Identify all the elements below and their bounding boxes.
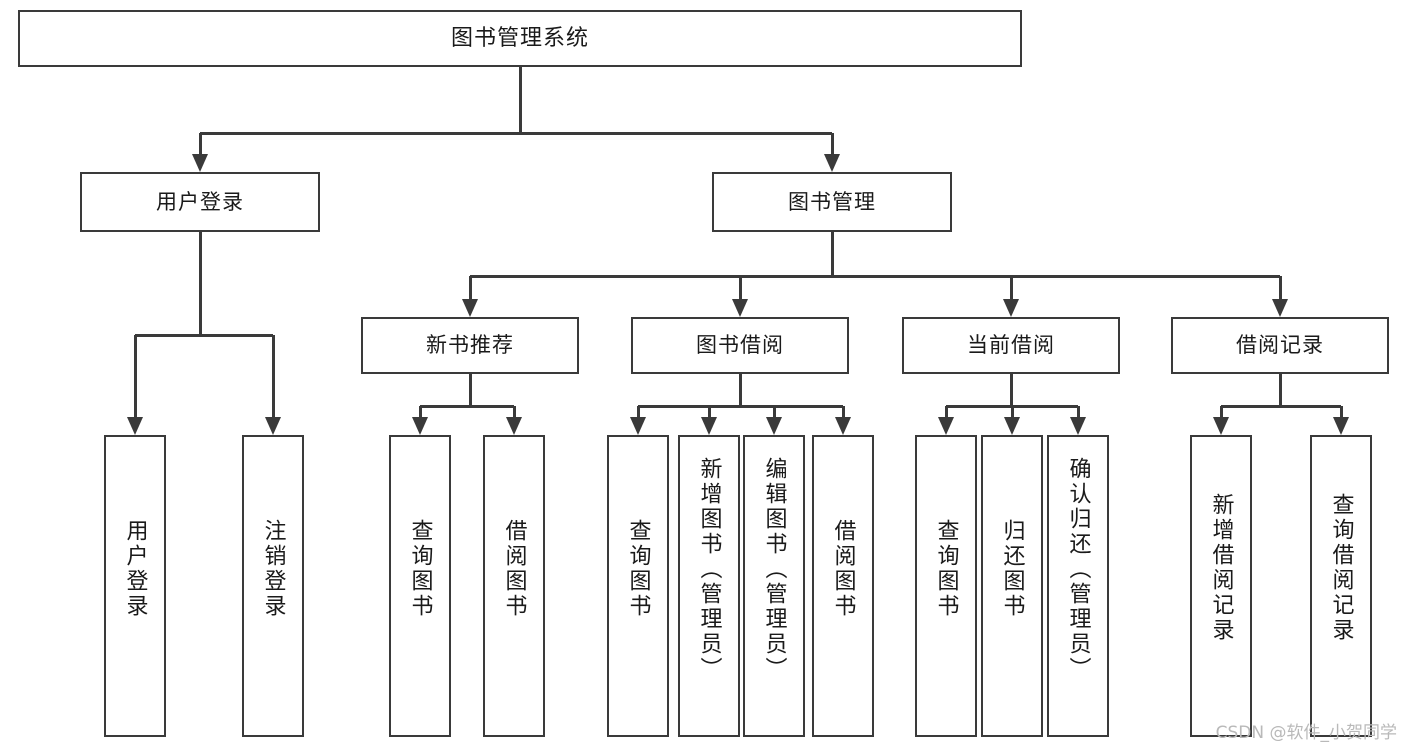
- node-label: 新书推荐: [426, 333, 514, 358]
- connector-vertical: [636, 406, 640, 419]
- connector-horizontal: [1221, 404, 1341, 408]
- connector-vertical: [271, 335, 275, 419]
- connector-horizontal: [470, 274, 1280, 278]
- connector-vertical: [418, 406, 422, 419]
- arrowhead-icon: [462, 299, 478, 317]
- arrowhead-icon: [265, 417, 281, 435]
- node-label: 图书借阅: [696, 333, 784, 358]
- node-label: 图书管理系统: [450, 25, 589, 51]
- arrowhead-icon: [412, 417, 428, 435]
- node-borrow-record[interactable]: 借阅记录: [1171, 317, 1389, 374]
- node-root[interactable]: 图书管理系统: [18, 10, 1022, 67]
- arrowhead-icon: [192, 154, 208, 172]
- arrowhead-icon: [732, 299, 748, 317]
- leaf-node-label: 注销登录: [260, 519, 286, 619]
- connector-vertical: [944, 406, 948, 419]
- leaf-node-label: 查询借阅记录: [1328, 493, 1354, 643]
- connector-vertical: [830, 232, 834, 276]
- connector-vertical: [707, 406, 711, 419]
- leaf-node[interactable]: 新增图书（管理员）: [678, 435, 740, 737]
- leaf-node[interactable]: 借阅图书: [483, 435, 545, 737]
- connector-vertical: [738, 374, 742, 406]
- connector-vertical: [1010, 406, 1014, 419]
- leaf-node[interactable]: 用户登录: [104, 435, 166, 737]
- leaf-node[interactable]: 归还图书: [981, 435, 1043, 737]
- arrowhead-icon: [127, 417, 143, 435]
- connector-horizontal: [420, 404, 514, 408]
- leaf-node-label: 查询图书: [625, 519, 651, 619]
- node-current-borrow[interactable]: 当前借阅: [902, 317, 1120, 374]
- arrowhead-icon: [835, 417, 851, 435]
- leaf-node[interactable]: 查询图书: [607, 435, 669, 737]
- node-new-book-recommend[interactable]: 新书推荐: [361, 317, 579, 374]
- connector-vertical: [772, 406, 776, 419]
- connector-horizontal: [135, 333, 273, 337]
- leaf-node-label: 借阅图书: [501, 519, 527, 619]
- node-label: 借阅记录: [1236, 333, 1324, 358]
- leaf-node[interactable]: 查询图书: [389, 435, 451, 737]
- leaf-node[interactable]: 借阅图书: [812, 435, 874, 737]
- node-book-management[interactable]: 图书管理: [712, 172, 952, 232]
- leaf-node-label: 查询图书: [933, 519, 959, 619]
- arrowhead-icon: [506, 417, 522, 435]
- arrowhead-icon: [1333, 417, 1349, 435]
- leaf-node-label: 编辑图书（管理员）: [761, 457, 787, 682]
- connector-vertical: [1339, 406, 1343, 419]
- arrowhead-icon: [1070, 417, 1086, 435]
- connector-vertical: [1278, 374, 1282, 406]
- leaf-node-label: 确认归还（管理员）: [1065, 457, 1091, 682]
- arrowhead-icon: [1003, 299, 1019, 317]
- node-label: 当前借阅: [967, 333, 1055, 358]
- leaf-node-label: 归还图书: [999, 519, 1025, 619]
- connector-vertical: [198, 232, 202, 335]
- connector-vertical: [738, 276, 742, 301]
- connector-vertical: [512, 406, 516, 419]
- arrowhead-icon: [630, 417, 646, 435]
- arrowhead-icon: [1272, 299, 1288, 317]
- connector-vertical: [518, 67, 522, 133]
- arrowhead-icon: [938, 417, 954, 435]
- connector-vertical: [468, 276, 472, 301]
- connector-horizontal: [638, 404, 843, 408]
- leaf-node-label: 借阅图书: [830, 519, 856, 619]
- connector-vertical: [198, 133, 202, 156]
- connector-vertical: [468, 374, 472, 406]
- connector-vertical: [1009, 374, 1013, 406]
- connector-vertical: [133, 335, 137, 419]
- connector-horizontal: [200, 131, 832, 135]
- leaf-node[interactable]: 查询图书: [915, 435, 977, 737]
- leaf-node-label: 查询图书: [407, 519, 433, 619]
- arrowhead-icon: [701, 417, 717, 435]
- leaf-node[interactable]: 编辑图书（管理员）: [743, 435, 805, 737]
- arrowhead-icon: [824, 154, 840, 172]
- connector-vertical: [841, 406, 845, 419]
- leaf-node-label: 用户登录: [122, 519, 148, 619]
- connector-vertical: [1219, 406, 1223, 419]
- leaf-node-label: 新增图书（管理员）: [696, 457, 722, 682]
- leaf-node[interactable]: 查询借阅记录: [1310, 435, 1372, 737]
- leaf-node-label: 新增借阅记录: [1208, 493, 1234, 643]
- leaf-node[interactable]: 确认归还（管理员）: [1047, 435, 1109, 737]
- arrowhead-icon: [1004, 417, 1020, 435]
- node-user-login[interactable]: 用户登录: [80, 172, 320, 232]
- arrowhead-icon: [766, 417, 782, 435]
- connector-vertical: [830, 133, 834, 156]
- node-label: 图书管理: [788, 189, 876, 214]
- node-label: 用户登录: [156, 189, 244, 214]
- node-book-borrow[interactable]: 图书借阅: [631, 317, 849, 374]
- connector-vertical: [1009, 276, 1013, 301]
- connector-vertical: [1076, 406, 1080, 419]
- connector-vertical: [1278, 276, 1282, 301]
- leaf-node[interactable]: 新增借阅记录: [1190, 435, 1252, 737]
- arrowhead-icon: [1213, 417, 1229, 435]
- leaf-node[interactable]: 注销登录: [242, 435, 304, 737]
